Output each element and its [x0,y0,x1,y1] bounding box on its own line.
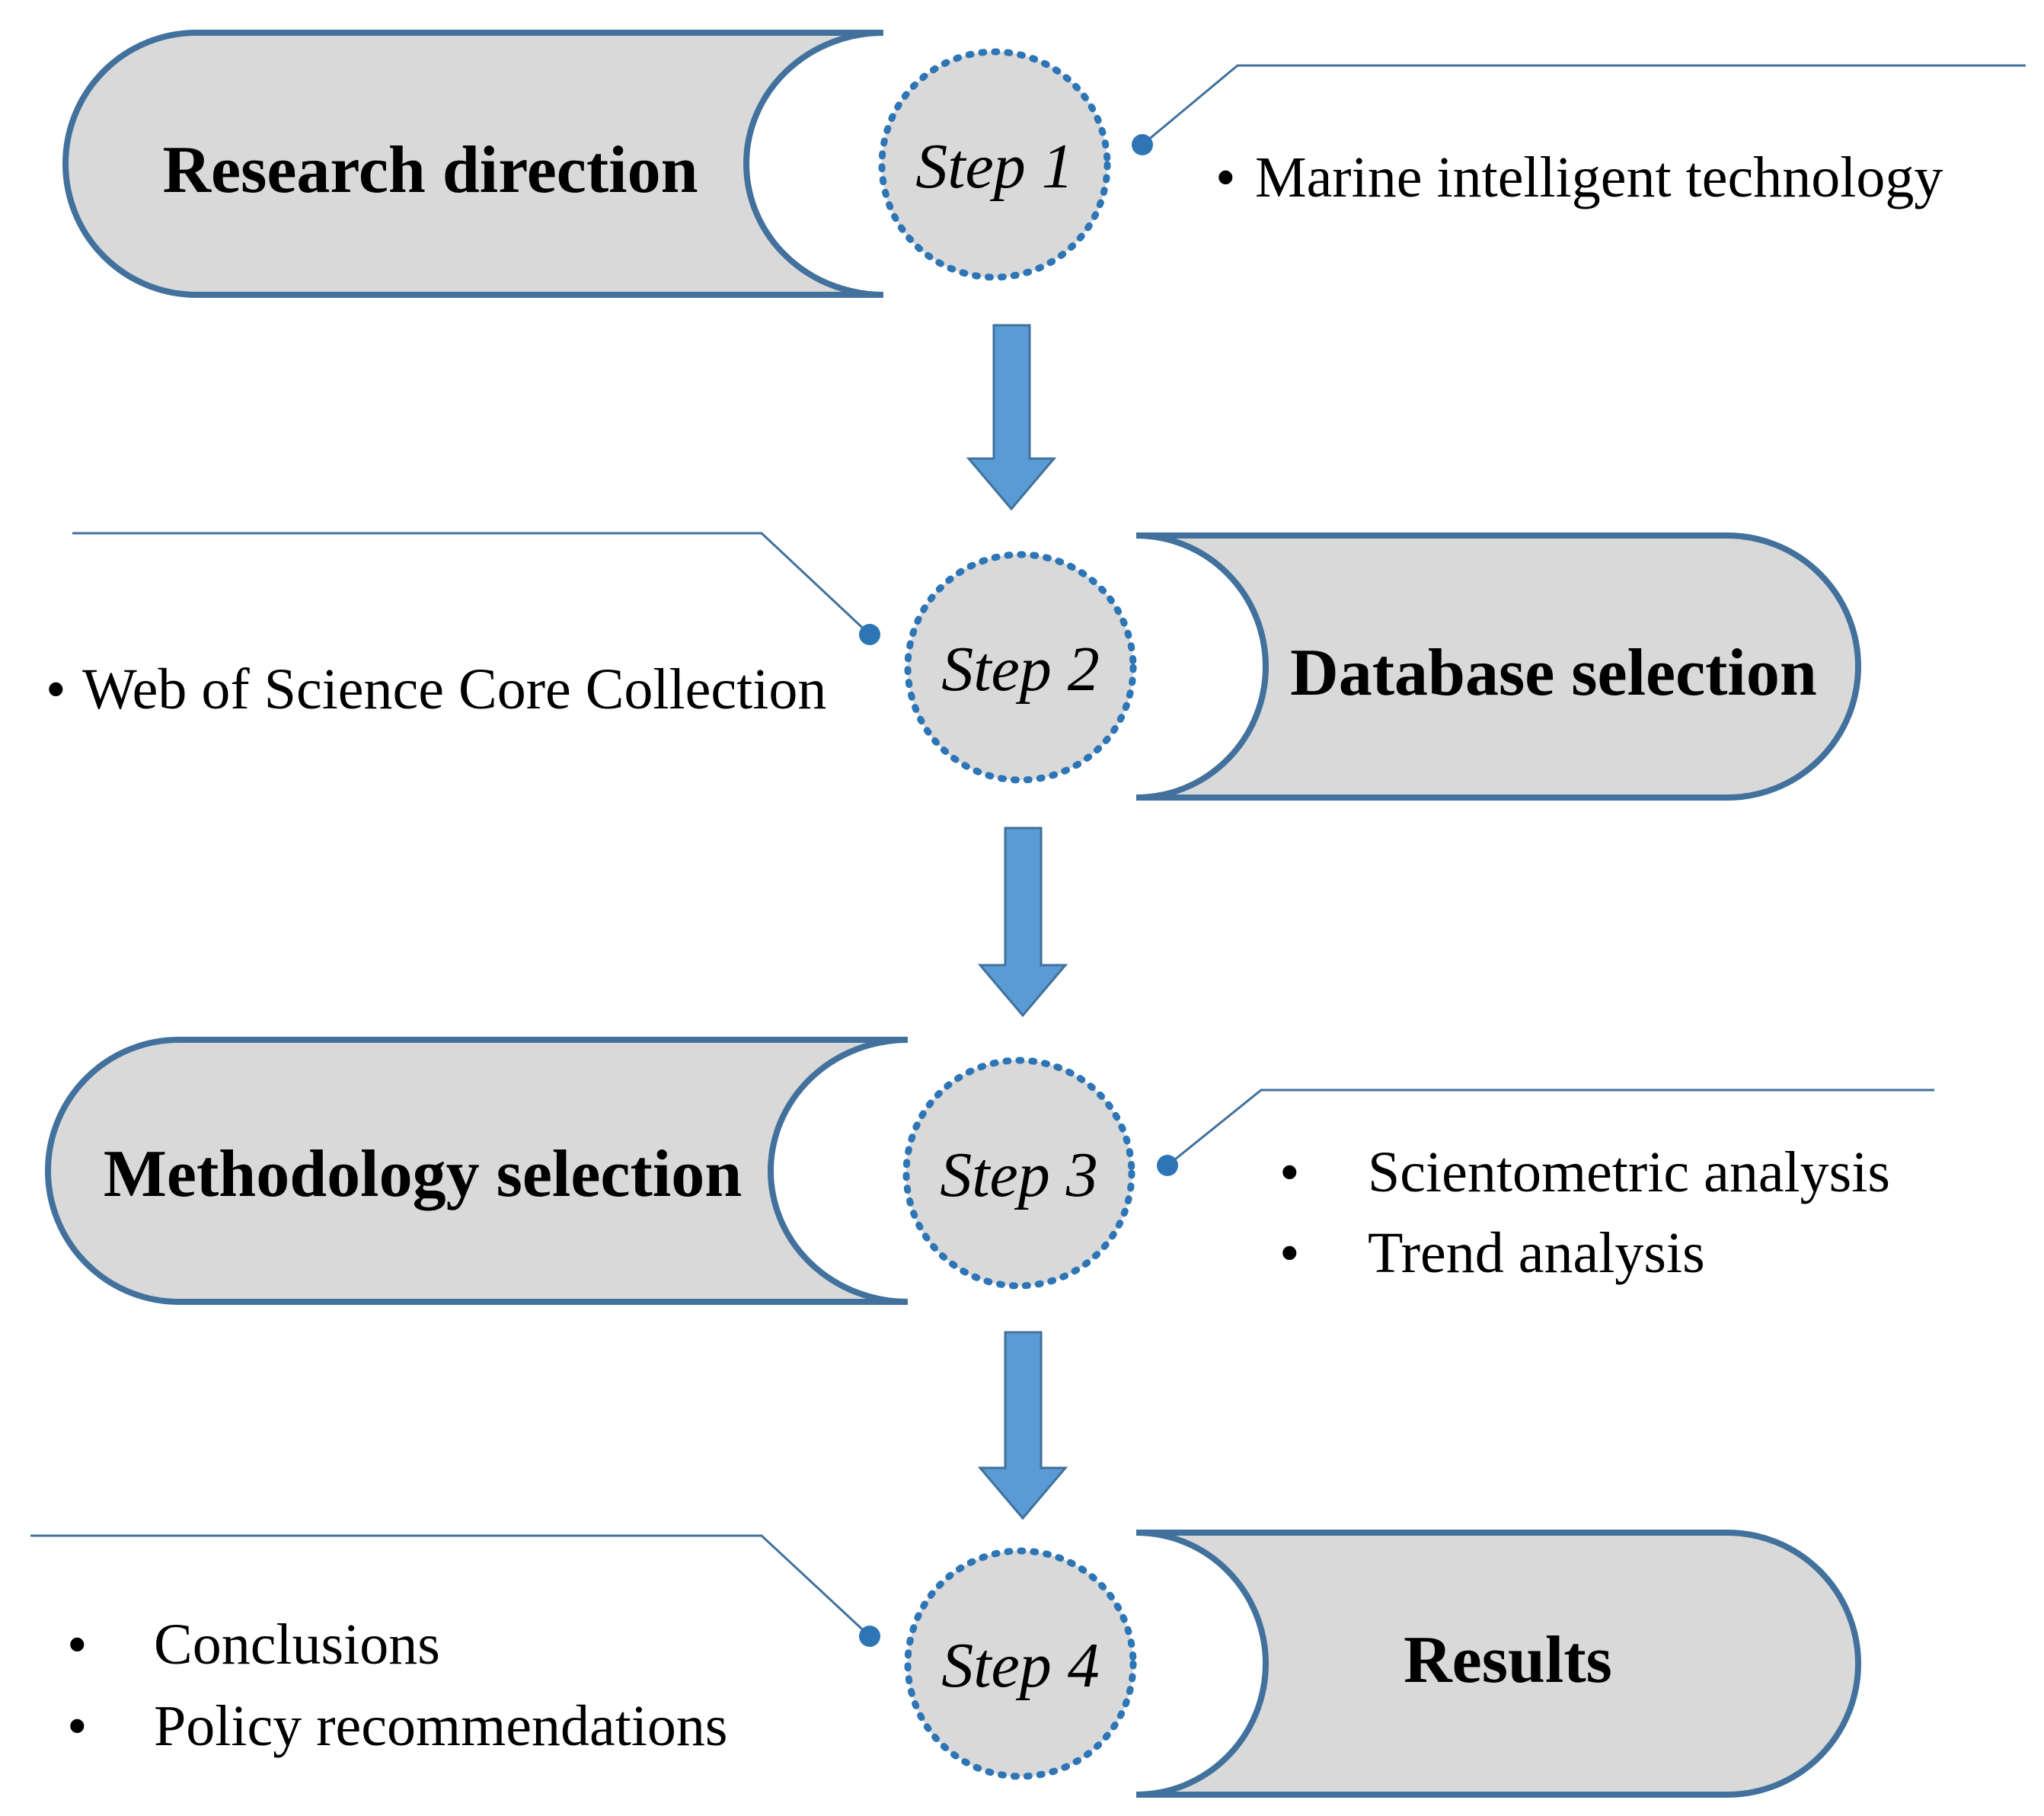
database-selection-title: Database selection [1290,636,1817,710]
step-2-leader-line [72,532,871,636]
results-box [1135,1530,1861,1798]
step-1-bullet-text: Marine intelligent technology [1255,145,1943,209]
step-4-leader-line [30,1534,871,1638]
research-direction-title: Research direction [162,133,698,207]
step-4-bullet-text-1: Conclusions [154,1613,440,1677]
step-4-group: Results Step 4 • Conclusions • Policy re… [30,1530,1861,1798]
results-title: Results [1404,1623,1612,1697]
step-1-circle [878,48,1111,281]
step-2-bullet-text: Web of Science Core Collection [82,657,826,721]
step-4-leader-dot [859,1626,880,1647]
database-selection-box [1135,532,1861,801]
methodology-selection-box [45,1037,909,1305]
step-4-label: Step 4 [941,1630,1100,1701]
step-4-bullet-text-2: Policy recommendations [154,1694,728,1758]
step-4-circle [904,1547,1137,1780]
step-3-bullet-text-1: Scientometric analysis [1368,1140,1890,1204]
step-1-bullet-marker: • [1215,145,1236,209]
step-1-group: Research direction Step 1 • Marine intel… [62,30,2026,298]
methodology-selection-title: Methodology selection [104,1137,742,1211]
step-3-leader-dot [1157,1155,1178,1176]
step-4-bullet-marker-2: • [67,1694,88,1758]
step-1-leader-dot [1132,134,1153,155]
down-arrow-3 [977,1331,1068,1520]
step-2-leader-dot [859,624,880,645]
step-1-leader-line [1142,64,2026,146]
research-direction-box [62,30,884,298]
step-2-bullet-marker: • [46,657,66,721]
down-arrow-1 [966,324,1057,511]
step-4-bullet-marker-1: • [67,1613,88,1677]
step-2-label: Step 2 [941,634,1100,705]
step-3-group: Methodology selection Step 3 • Scientome… [45,1037,1934,1305]
down-arrow-2 [977,826,1068,1018]
step-3-leader-line [1167,1089,1934,1167]
step-3-bullet-marker-1: • [1279,1140,1300,1204]
step-3-bullet-marker-2: • [1279,1221,1300,1285]
step-3-label: Step 3 [940,1140,1098,1210]
step-2-group: Database selection Step 2 • Web of Scien… [46,532,1861,801]
step-2-circle [904,551,1137,784]
step-1-label: Step 1 [915,131,1074,202]
step-3-bullet-text-2: Trend analysis [1368,1221,1705,1285]
step-3-circle [902,1057,1135,1290]
